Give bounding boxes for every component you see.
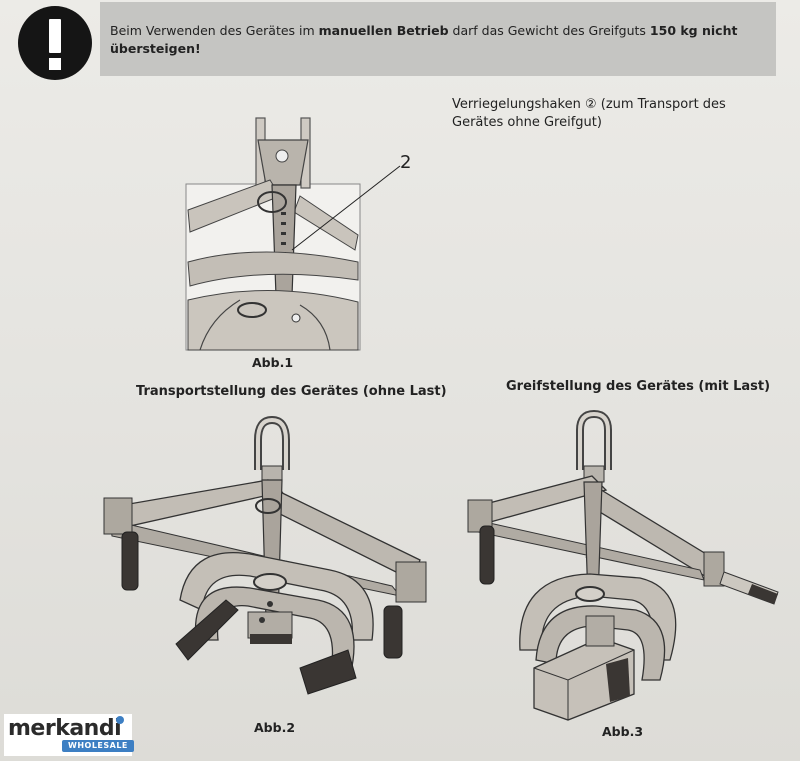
- callout-number: 2: [400, 152, 412, 173]
- logo-dot-icon: [116, 716, 124, 724]
- exclamation-icon: [18, 6, 92, 80]
- figure2-title: Transportstellung des Gerätes (ohne Last…: [136, 384, 447, 399]
- figure3-title: Greifstellung des Gerätes (mit Last): [506, 379, 771, 394]
- warning-bar: [100, 2, 776, 76]
- warning-text: Beim Verwenden des Gerätes im manuellen …: [110, 23, 738, 56]
- figure3-label: Abb.3: [602, 724, 644, 739]
- merkandi-logo: merkandi WHOLESALE: [4, 714, 134, 756]
- locking-hook-caption: Verriegelungshaken ② (zum Transport des …: [452, 97, 726, 130]
- figure1-label: Abb.1: [252, 355, 294, 370]
- logo-brand: merkandi: [8, 716, 122, 741]
- logo-tag: WHOLESALE: [62, 740, 134, 752]
- figure2-label: Abb.2: [254, 720, 296, 735]
